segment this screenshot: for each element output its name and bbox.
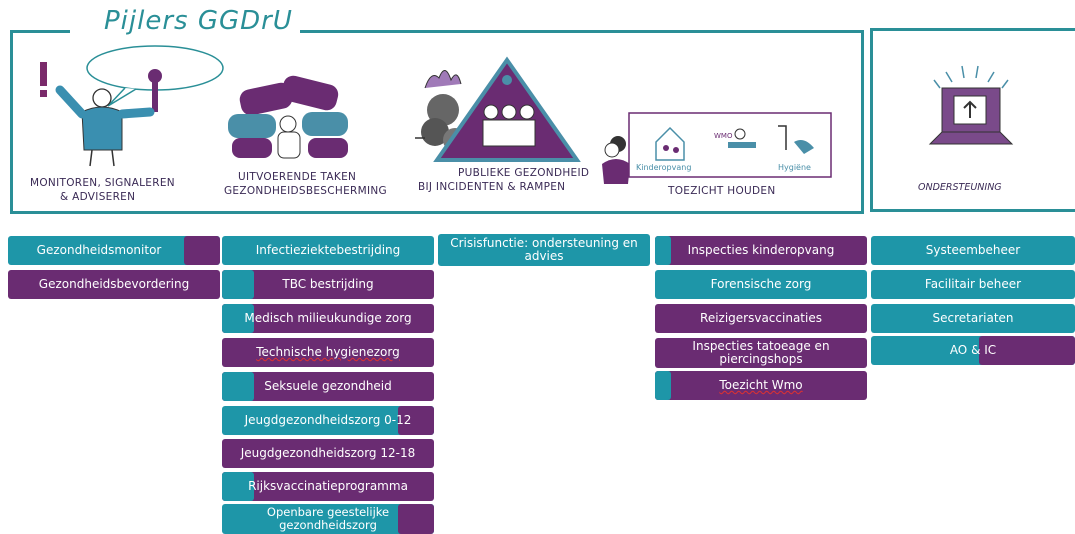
btn-seksuele-gezondheid[interactable]: Seksuele gezondheid xyxy=(222,372,434,401)
monitor-person-icon xyxy=(40,45,224,167)
support-panel xyxy=(870,28,1075,212)
inspector-icon xyxy=(602,136,630,184)
title-gap xyxy=(70,24,300,38)
btn-systeembeheer[interactable]: Systeembeheer xyxy=(871,236,1075,265)
page-title: Pijlers GGDrU xyxy=(104,6,293,36)
laptop-upload-icon xyxy=(928,65,1014,145)
triangle-crisis-icon xyxy=(415,56,581,162)
btn-jeugdgezondheidszorg-12-18[interactable]: Jeugdgezondheidszorg 12-18 xyxy=(222,439,434,468)
btn-forensische-zorg[interactable]: Forensische zorg xyxy=(655,270,867,299)
btn-medisch-milieukundige-zorg[interactable]: Medisch milieukundige zorg xyxy=(222,304,434,333)
pillar-label-monitoren: Monitoren, signaleren & adviseren xyxy=(30,177,175,203)
btn-secretariaten[interactable]: Secretariaten xyxy=(871,304,1075,333)
btn-openbare-ggz[interactable]: Openbare geestelijke gezondheidszorg xyxy=(222,504,434,534)
btn-crisisfunctie[interactable]: Crisisfunctie: ondersteuning en advies xyxy=(438,234,650,266)
pillar-label-toezicht: Toezicht houden xyxy=(668,185,776,197)
btn-gezondheidsbevordering[interactable]: Gezondheidsbevordering xyxy=(8,270,220,299)
btn-infectieziektebestrijding[interactable]: Infectieziektebestrijding xyxy=(222,236,434,265)
toezicht-card: Kinderopvang WMO Hygiëne xyxy=(628,112,832,178)
pillar-label-publieke: Publieke gezondheid bij incidenten & ram… xyxy=(418,167,590,193)
btn-tbc-bestrijding[interactable]: TBC bestrijding xyxy=(222,270,434,299)
support-label: Ondersteuning xyxy=(918,182,1002,193)
pillar-label-uitvoerende: Uitvoerende taken gezondheidsbescherming xyxy=(224,171,387,197)
btn-inspecties-tatoeage[interactable]: Inspecties tatoeage en piercingshops xyxy=(655,338,867,368)
pillars-banner xyxy=(10,30,864,214)
card-label-hygiene: Hygiëne xyxy=(778,163,811,172)
btn-technische-hygienezorg[interactable]: Technische hygienezorg xyxy=(222,338,434,367)
btn-gezondheidsmonitor[interactable]: Gezondheidsmonitor xyxy=(8,236,220,265)
btn-toezicht-wmo[interactable]: Toezicht Wmo xyxy=(655,371,867,400)
btn-reizigersvaccinaties[interactable]: Reizigersvaccinaties xyxy=(655,304,867,333)
btn-jeugdgezondheidszorg-0-12[interactable]: Jeugdgezondheidszorg 0-12 xyxy=(222,406,434,435)
card-label-kinderopvang: Kinderopvang xyxy=(636,163,691,172)
hands-icon xyxy=(228,75,348,159)
btn-facilitair-beheer[interactable]: Facilitair beheer xyxy=(871,270,1075,299)
btn-rijksvaccinatieprogramma[interactable]: Rijksvaccinatieprogramma xyxy=(222,472,434,501)
btn-ao-ic[interactable]: AO & IC xyxy=(871,336,1075,365)
card-label-wmo: WMO xyxy=(714,132,733,140)
btn-inspecties-kinderopvang[interactable]: Inspecties kinderopvang xyxy=(655,236,867,265)
